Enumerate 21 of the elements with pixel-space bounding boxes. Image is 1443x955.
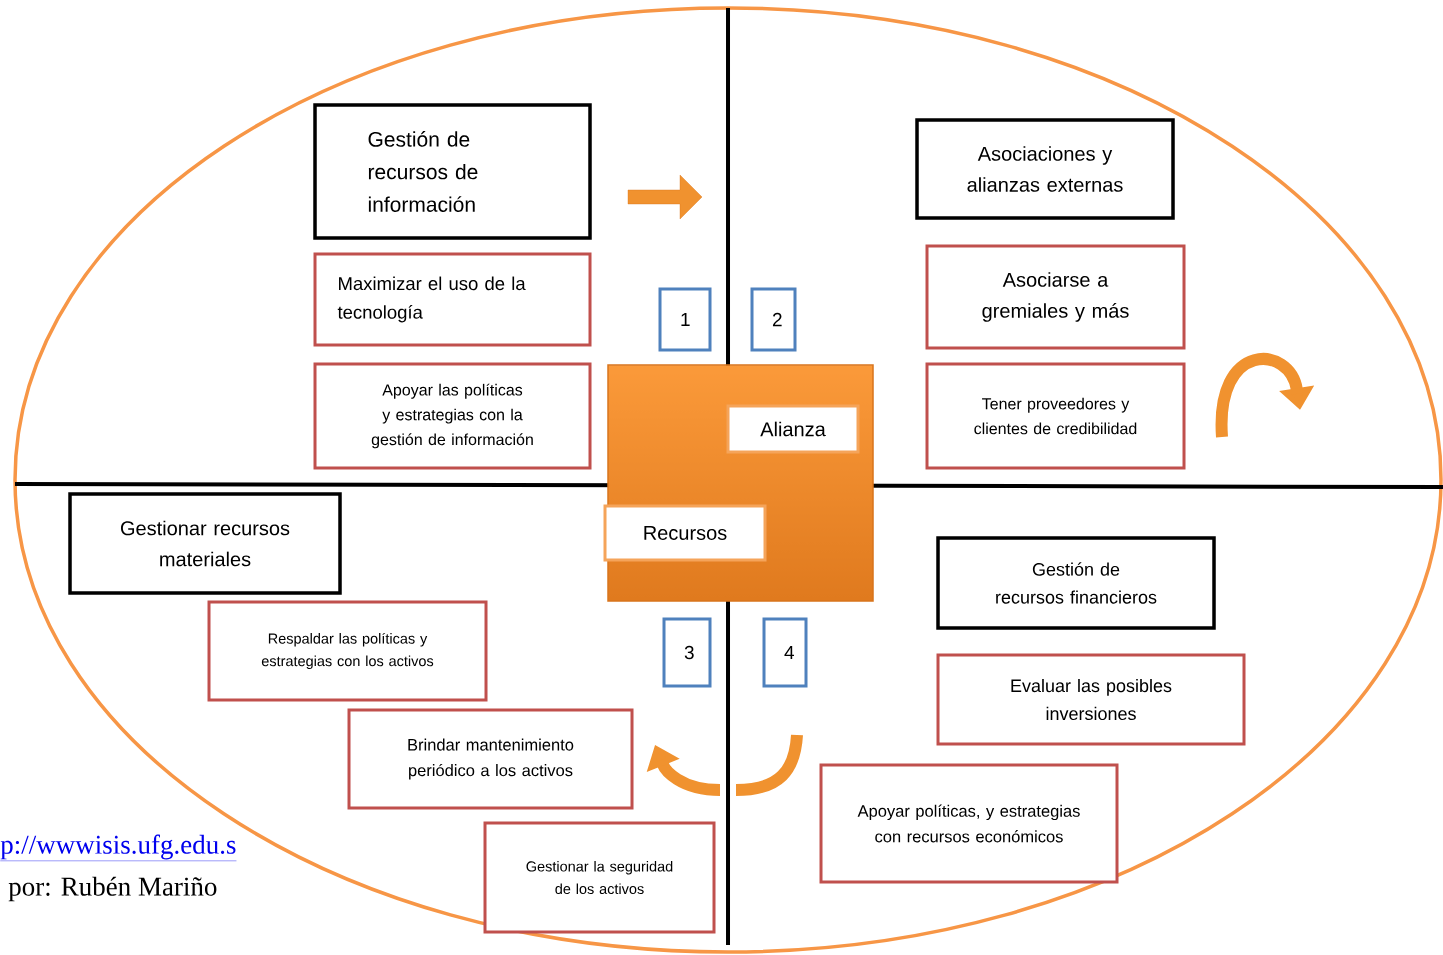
number-box: 1 [658,287,712,352]
link-text: p://wwwisis.ufg.edu.s [0,834,237,862]
label-box: Recursos [603,504,767,562]
task-box: Asociarse a gremiales y más [925,244,1186,350]
task-box: Maximizar el uso de la tecnología [313,252,592,347]
number-box: 2 [750,287,797,352]
heading-box: Gestión de recursos financieros [936,536,1216,630]
task-box: Gestionar la seguridad de los activos [483,821,716,934]
heading-box: Asociaciones y alianzas externas [915,118,1175,220]
task-box: Apoyar las políticas y estrategias con la gestión de información [313,362,592,470]
task-box: Evaluar las posibles inversiones [936,653,1246,746]
task-box: Tener proveedores y clientes de credibilidad [925,362,1186,470]
heading-box: Gestión de recursos de información [313,103,592,240]
author-text: por: Rubén Mariño [8,876,217,902]
number-box: 3 [662,617,712,688]
number-box: 4 [762,617,808,688]
label-box: Alianza [726,404,860,454]
task-box: Respaldar las políticas y estrategias con los activos [207,600,488,702]
task-box: Brindar mantenimiento periódico a los activos [347,708,634,810]
heading-box: Gestionar recursos materiales [68,492,342,595]
task-box: Apoyar políticas, y estrategias con recursos económicos [819,763,1119,884]
